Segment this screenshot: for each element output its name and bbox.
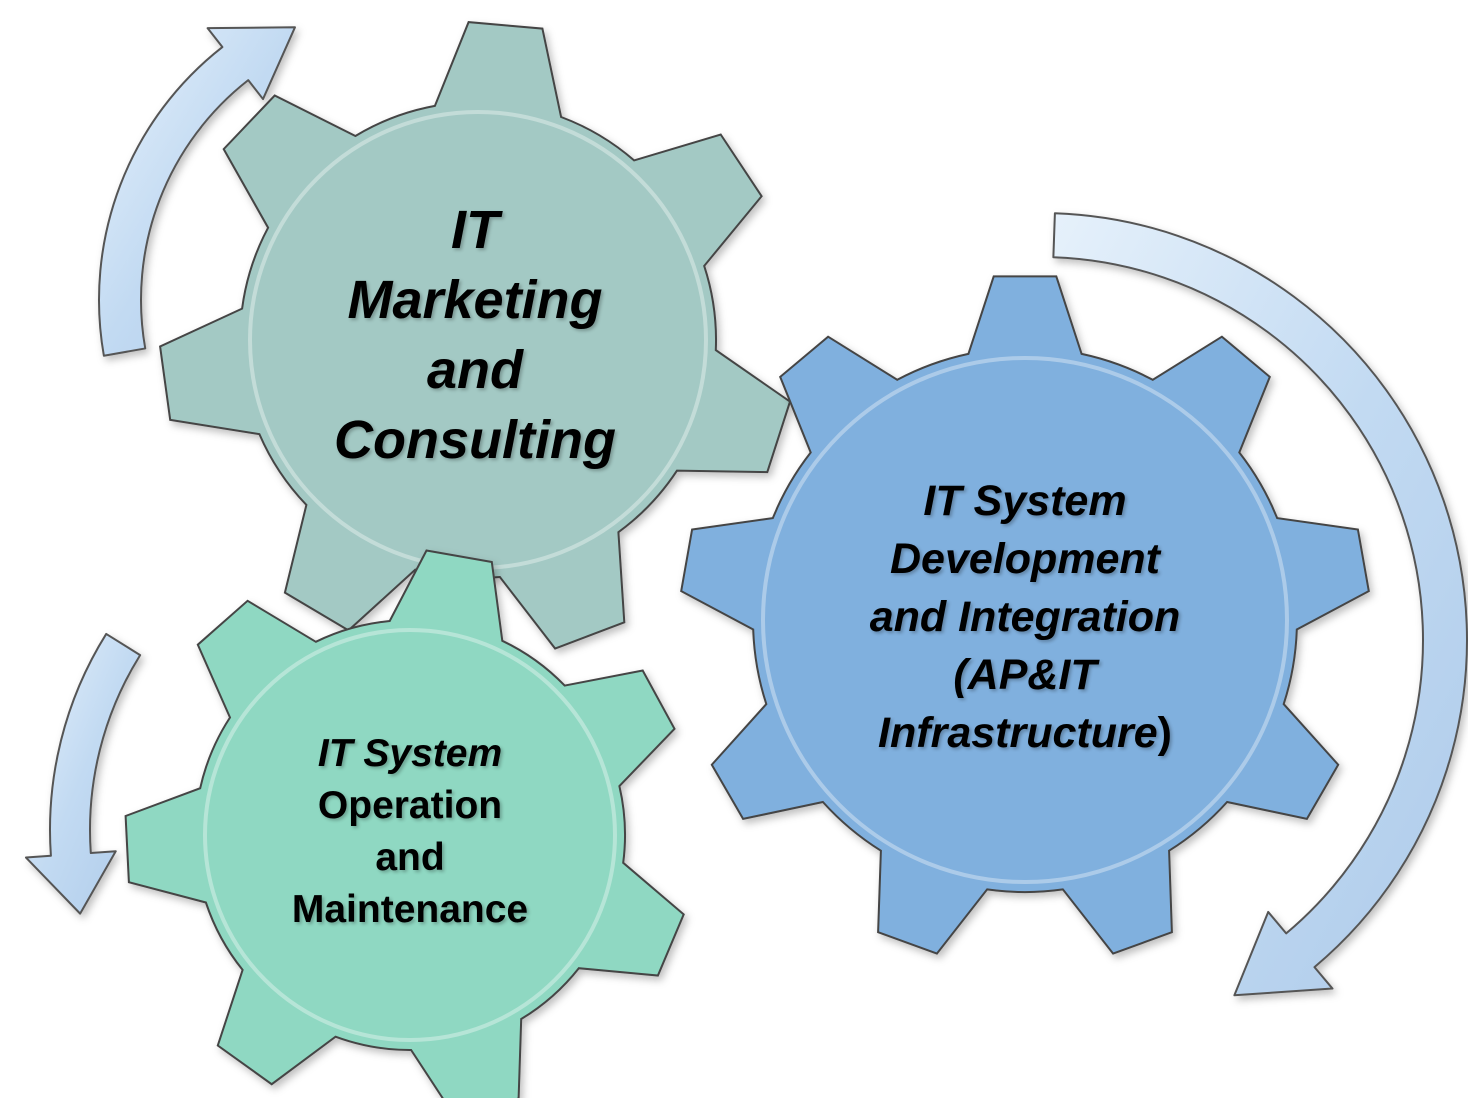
gear-operation-highlight [203, 628, 617, 1042]
gear-development-highlight [761, 356, 1289, 884]
cycle-arrow-right [1052, 212, 1468, 997]
gear-development-shape [680, 275, 1370, 955]
gear-development [680, 275, 1370, 955]
gear-label-marketing: IT Marketing and Consulting [300, 195, 650, 475]
marketing-line-2: Marketing [347, 270, 603, 330]
development-line-5-text: Infrastructure [878, 709, 1158, 757]
gear-label-operation: IT System Operation and Maintenance [245, 728, 575, 936]
marketing-line-1: IT [451, 200, 499, 260]
cycle-arrow-bottom-left [24, 632, 142, 915]
marketing-line-3: and [426, 340, 523, 400]
operation-line-3: and [375, 836, 445, 879]
development-line-4: (AP&IT [953, 651, 1097, 699]
operation-line-4: Maintenance [291, 888, 529, 931]
development-line-2: Development [889, 535, 1160, 583]
development-line-1: IT System [923, 477, 1127, 525]
development-line-5: Infrastructure) [800, 704, 1250, 762]
gear-operation [124, 549, 685, 1098]
operation-line-1: IT System [317, 732, 503, 775]
marketing-line-4: Consulting [334, 410, 616, 470]
development-line-3: and Integration [869, 593, 1181, 641]
operation-line-2: Operation [317, 784, 503, 827]
gear-label-development: IT System Development and Integration (A… [800, 472, 1250, 762]
cycle-arrow-top-left [98, 26, 296, 357]
development-line-5-paren: ) [1157, 709, 1172, 757]
